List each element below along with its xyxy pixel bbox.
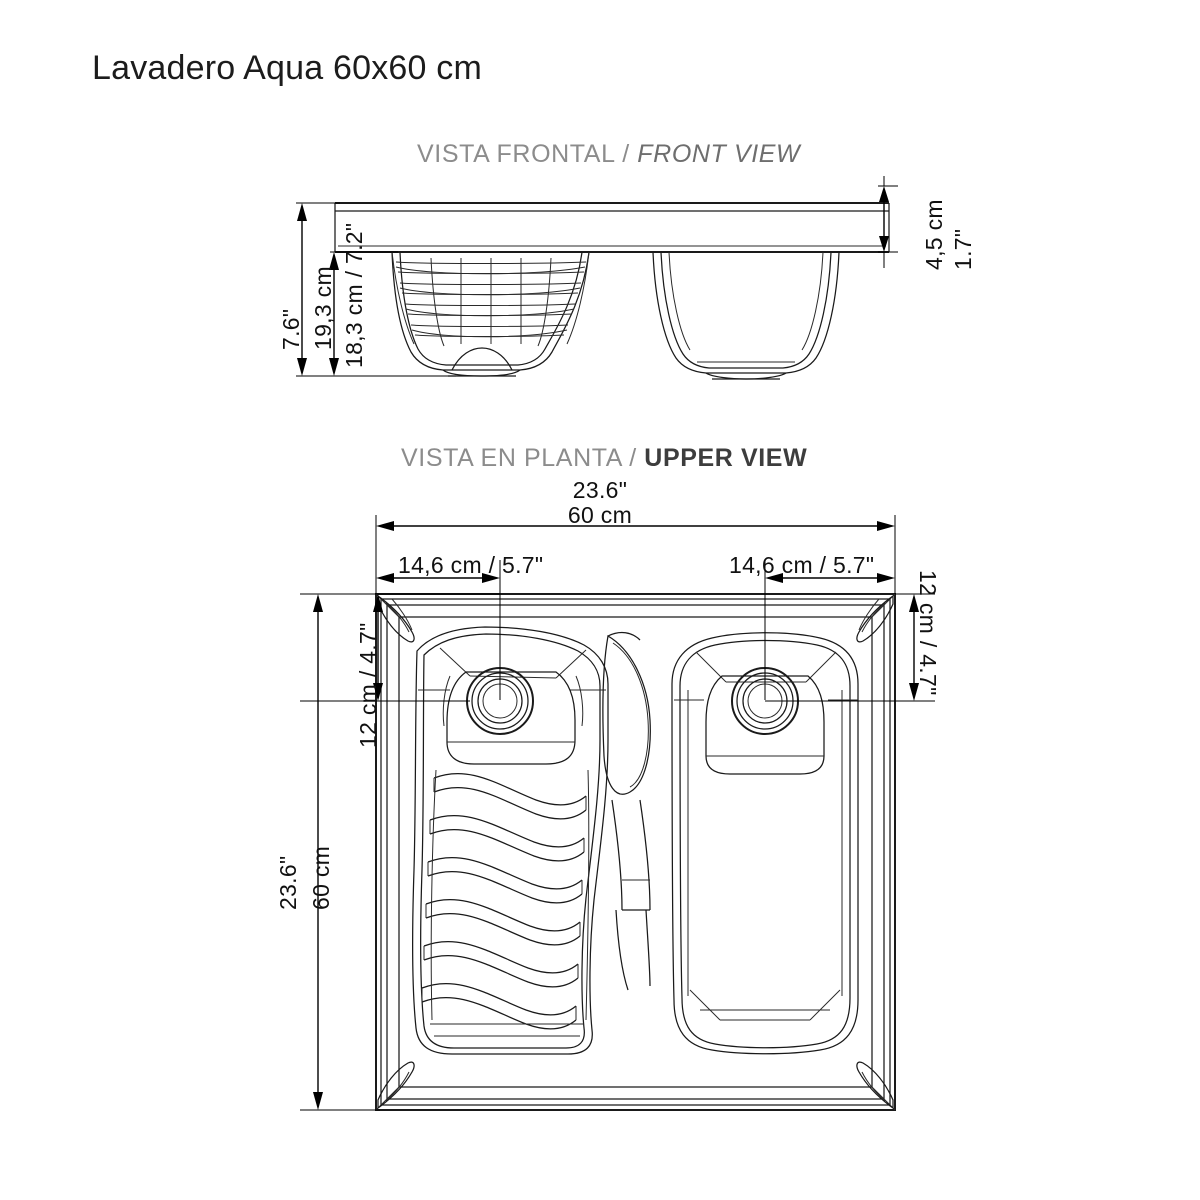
page-title: Lavadero Aqua 60x60 cm [92, 49, 483, 87]
front-view-caption-en: FRONT VIEW [637, 140, 801, 168]
front-dim-basin-depth-label: 18,3 cm / 7.2" [341, 222, 367, 368]
front-view-right-basin [652, 251, 840, 380]
front-view-left-basin [391, 251, 590, 377]
front-dim-total-height-inches-label: 7.6" [278, 308, 304, 350]
upper-view-caption-es: VISTA EN PLANTA [401, 444, 622, 472]
upper-dim-total-width-inches-label: 23.6" [572, 477, 628, 503]
front-view-rim [334, 202, 890, 253]
upper-view-right-basin [671, 632, 859, 1055]
upper-view-center-divider [602, 631, 651, 991]
front-dim-total-height-cm-label: 19,3 cm [310, 266, 336, 350]
upper-dim-right-drain-offset-label: 14,6 cm / 5.7" [729, 552, 875, 578]
front-view-washboard-ribs [391, 251, 590, 347]
front-view-caption-separator: / [614, 140, 638, 168]
front-view-caption: VISTA FRONTAL / FRONT VIEW [417, 140, 800, 169]
front-dim-total-height [297, 203, 307, 376]
upper-view-left-basin [412, 626, 609, 1055]
upper-view-caption-separator: / [621, 444, 645, 472]
upper-view-caption-en: UPPER VIEW [644, 444, 808, 472]
upper-view-outer-deck [375, 593, 896, 1111]
upper-dim-total-width-label: 23.6" 60 cm [568, 478, 632, 528]
front-view-caption-es: VISTA FRONTAL [417, 140, 615, 168]
upper-dim-total-width-cm-label: 60 cm [567, 501, 633, 528]
upper-dim-total-depth-inches-label: 23.6" [275, 855, 301, 910]
upper-dim-total-width [376, 521, 895, 531]
upper-dim-right-drain-depth-label: 12 cm / 4.7" [915, 570, 941, 696]
upper-dim-left-drain-offset-label: 14,6 cm / 5.7" [398, 552, 544, 578]
front-dim-rim-thickness-cm-label: 4,5 cm [921, 199, 947, 270]
upper-view-caption: VISTA EN PLANTA / UPPER VIEW [401, 444, 807, 473]
front-dim-rim-thickness-inches-label: 1.7" [950, 228, 976, 270]
upper-dim-total-depth-cm-label: 60 cm [308, 845, 334, 910]
upper-dim-left-drain-depth-label: 12 cm / 4.7" [355, 622, 381, 748]
front-dim-rim-thickness [878, 176, 898, 268]
